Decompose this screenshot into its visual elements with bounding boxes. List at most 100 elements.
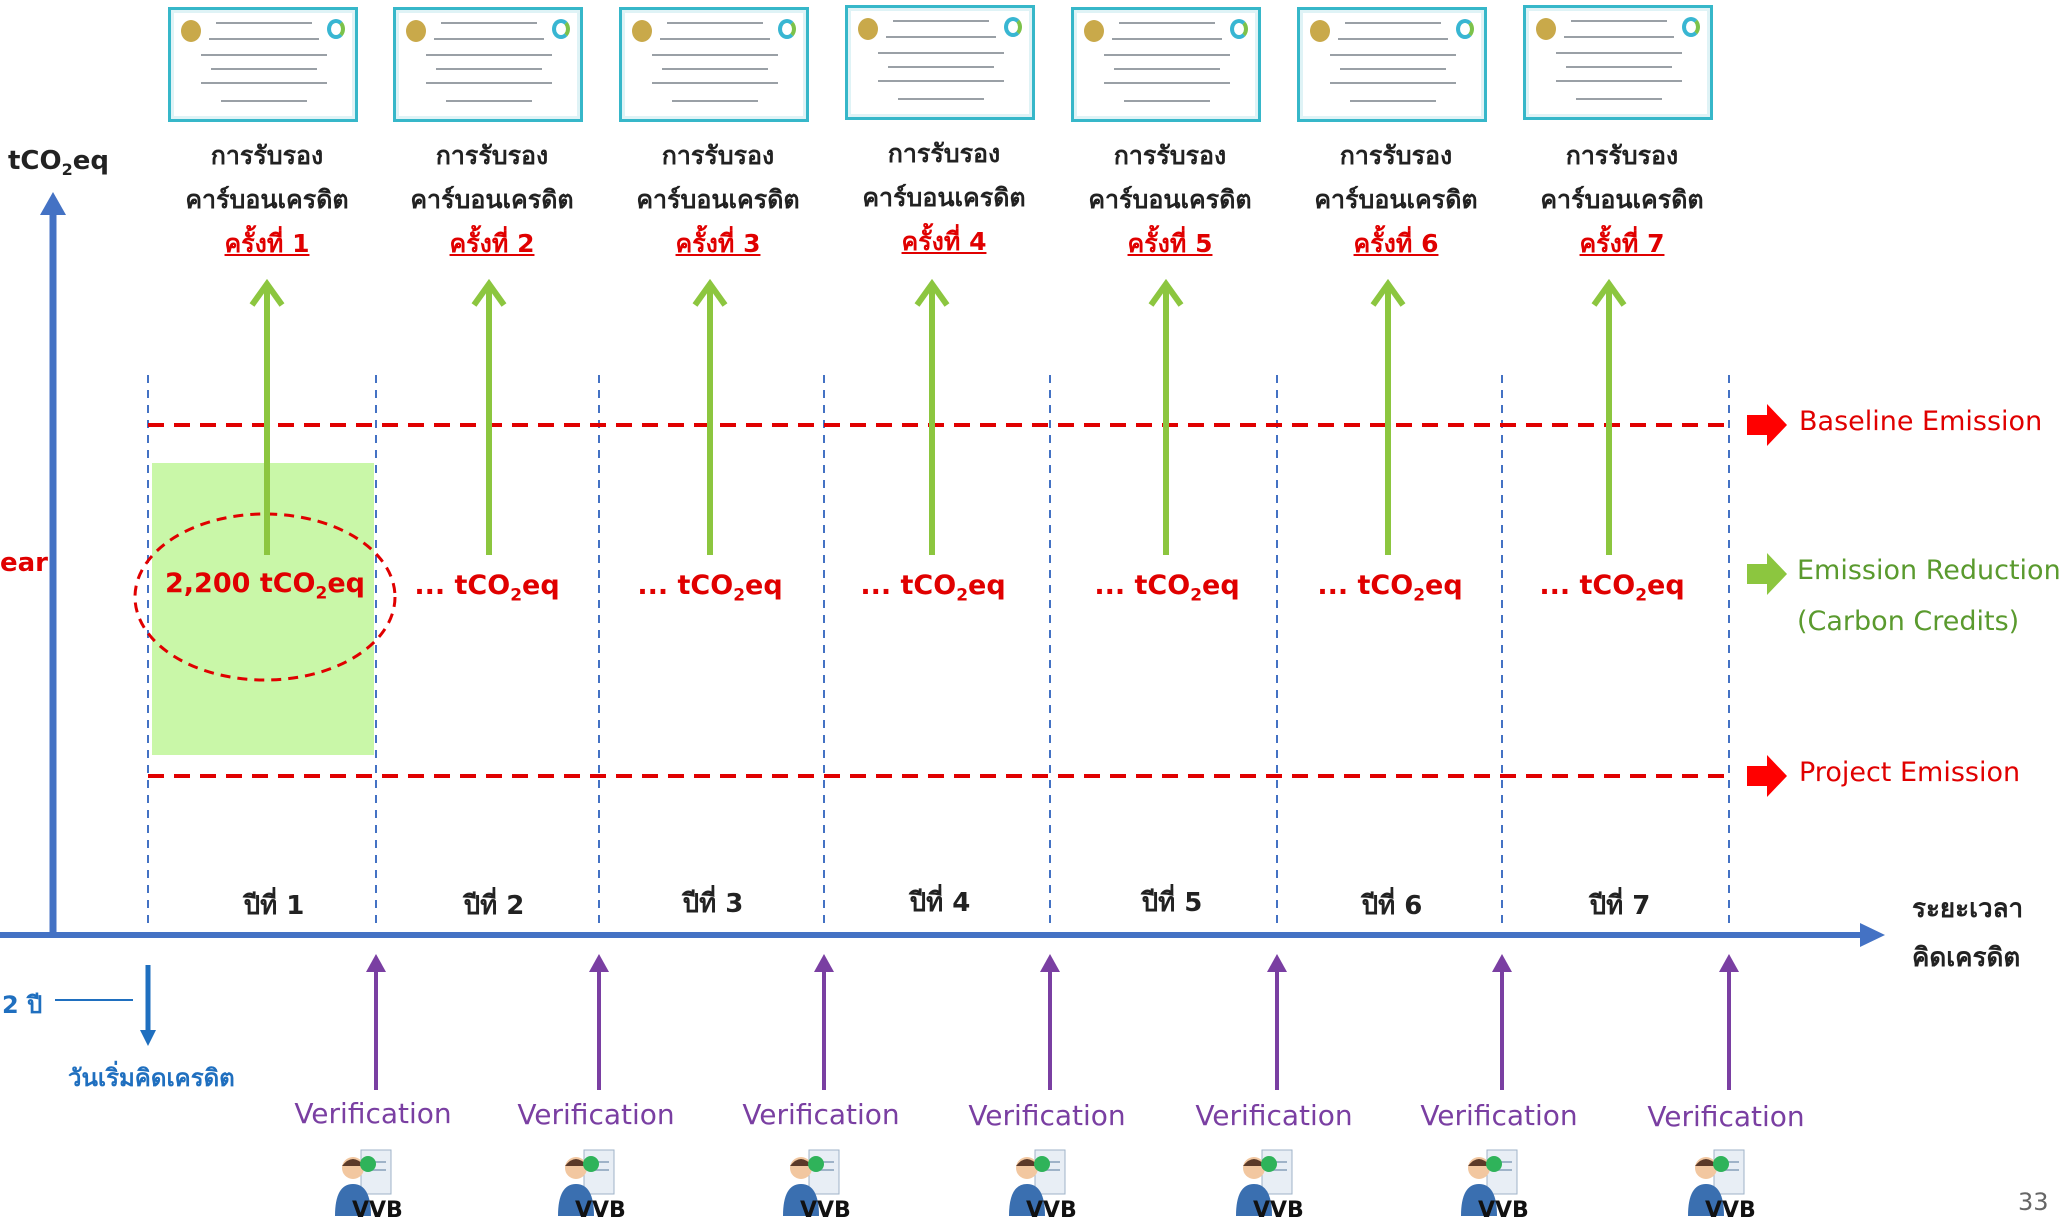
cert-line2: คาร์บอนเครดิต [185,185,349,214]
vvb-label-5: VVB [1253,1198,1304,1223]
year-label-3: ปีที่ 3 [682,889,744,919]
vvb-label-7: VVB [1705,1198,1756,1223]
start-date-label: วันเริ่มคิดเครดิต [68,1064,235,1092]
verification-label-7: Verification [1647,1100,1805,1133]
cert-occurrence: ครั้งที่ 5 [1127,229,1213,258]
certification-label-1: การรับรองคาร์บอนเครดิตครั้งที่ 1 [172,134,362,266]
y-axis-label: tCO2eq [8,146,109,179]
year-label-5: ปีที่ 5 [1141,888,1203,918]
vvb-label-6: VVB [1478,1198,1529,1223]
inspector-icon [1009,1149,1066,1216]
verification-label-5: Verification [1195,1099,1353,1132]
inspector-icon [1461,1149,1518,1216]
green-up-arrow-icon [1591,278,1627,555]
verification-label-3: Verification [742,1098,900,1131]
legend-project-emission: Project Emission [1799,757,2021,788]
green-right-arrow-icon [1747,553,1787,595]
year-label-4: ปีที่ 4 [909,888,971,918]
certification-label-7: การรับรองคาร์บอนเครดิตครั้งที่ 7 [1527,134,1717,266]
reduction-amount-5: ... tCO2eq [1094,570,1240,606]
vvb-label-2: VVB [575,1198,626,1223]
reduction-amount-6: ... tCO2eq [1317,570,1463,606]
certification-label-5: การรับรองคาร์บอนเครดิตครั้งที่ 5 [1075,134,1265,266]
green-up-arrow-icon [249,278,285,555]
y-axis-label-suffix: eq [72,146,110,176]
left-fragment-2: 2 ปี [2,991,43,1019]
cert-line1: การรับรอง [1565,141,1679,170]
legend-emission-reduction: Emission Reduction [1797,555,2061,586]
certificate-icon [845,5,1035,120]
cert-line2: คาร์บอนเครดิต [1088,185,1252,214]
year-label-1: ปีที่ 1 [243,891,305,921]
year-label-7: ปีที่ 7 [1589,891,1651,921]
x-axis-label-line1: ระยะเวลา [1912,894,2024,924]
purple-up-arrow-icon [814,954,834,1090]
cert-line1: การรับรอง [435,141,549,170]
cert-occurrence: ครั้งที่ 2 [449,229,535,258]
cert-occurrence: ครั้งที่ 7 [1579,229,1665,258]
inspector-icon [783,1149,840,1216]
cert-occurrence: ครั้งที่ 1 [224,229,310,258]
cert-line2: คาร์บอนเครดิต [636,185,800,214]
cert-line2: คาร์บอนเครดิต [410,185,574,214]
red-right-arrow-icon [1747,404,1787,446]
certificate-icon [1071,7,1261,122]
vvb-label-4: VVB [1026,1198,1077,1223]
cert-line1: การรับรอง [1339,141,1453,170]
cert-occurrence: ครั้งที่ 4 [901,227,987,256]
y-axis-label-main: tCO [8,146,62,176]
green-up-arrow-icon [914,278,950,555]
certification-label-2: การรับรองคาร์บอนเครดิตครั้งที่ 2 [397,134,587,266]
certificate-icon [1523,5,1713,120]
highlight-ellipse [133,512,397,682]
verification-label-2: Verification [517,1098,675,1131]
y-axis-label-sub: 2 [61,160,73,180]
reduction-arrows [249,278,1627,555]
purple-up-arrow-icon [1040,954,1060,1090]
purple-up-arrow-icon [589,954,609,1090]
cert-line1: การรับรอง [887,139,1001,168]
cert-line2: คาร์บอนเครดิต [862,183,1026,212]
reduction-amount-4: ... tCO2eq [860,570,1006,606]
certification-label-3: การรับรองคาร์บอนเครดิตครั้งที่ 3 [623,134,813,266]
cert-line2: คาร์บอนเครดิต [1314,185,1478,214]
certification-label-4: การรับรองคาร์บอนเครดิตครั้งที่ 4 [849,132,1039,264]
year-label-2: ปีที่ 2 [463,891,525,921]
reduction-amount-1: 2,200 tCO2eq [165,568,365,604]
left-fragment-1: ear [0,548,49,578]
legend-baseline-emission: Baseline Emission [1799,406,2043,437]
verification-label-4: Verification [968,1099,1126,1132]
green-up-arrow-icon [1370,278,1406,555]
year-dividers [147,375,1730,930]
cert-occurrence: ครั้งที่ 6 [1353,229,1439,258]
green-up-arrow-icon [1148,278,1184,555]
inspector-icon [558,1149,615,1216]
verification-label-1: Verification [294,1097,452,1130]
cert-line1: การรับรอง [210,141,324,170]
year-label-6: ปีที่ 6 [1361,891,1423,921]
purple-up-arrow-icon [1492,954,1512,1090]
red-right-arrow-icon [1747,755,1787,797]
page-number: 33 [2018,1188,2049,1216]
purple-up-arrow-icon [366,954,386,1090]
cert-occurrence: ครั้งที่ 3 [675,229,761,258]
reduction-amount-7: ... tCO2eq [1539,570,1685,606]
inspector-icon [1688,1149,1745,1216]
vvb-label-3: VVB [800,1198,851,1223]
certification-label-6: การรับรองคาร์บอนเครดิตครั้งที่ 6 [1301,134,1491,266]
certificate-icon [619,7,809,122]
vvb-label-1: VVB [352,1198,403,1223]
certificate-icon [168,7,358,122]
reduction-amount-2: ... tCO2eq [414,570,560,606]
inspector-icon [335,1149,392,1216]
legend-carbon-credits: (Carbon Credits) [1797,606,2020,637]
reduction-amount-3: ... tCO2eq [637,570,783,606]
certificate-icon [1297,7,1487,122]
verification-label-6: Verification [1420,1099,1578,1132]
y-axis-arrowhead [40,192,66,215]
purple-up-arrow-icon [1267,954,1287,1090]
cert-line1: การรับรอง [1113,141,1227,170]
purple-up-arrow-icon [1719,954,1739,1090]
cert-line1: การรับรอง [661,141,775,170]
